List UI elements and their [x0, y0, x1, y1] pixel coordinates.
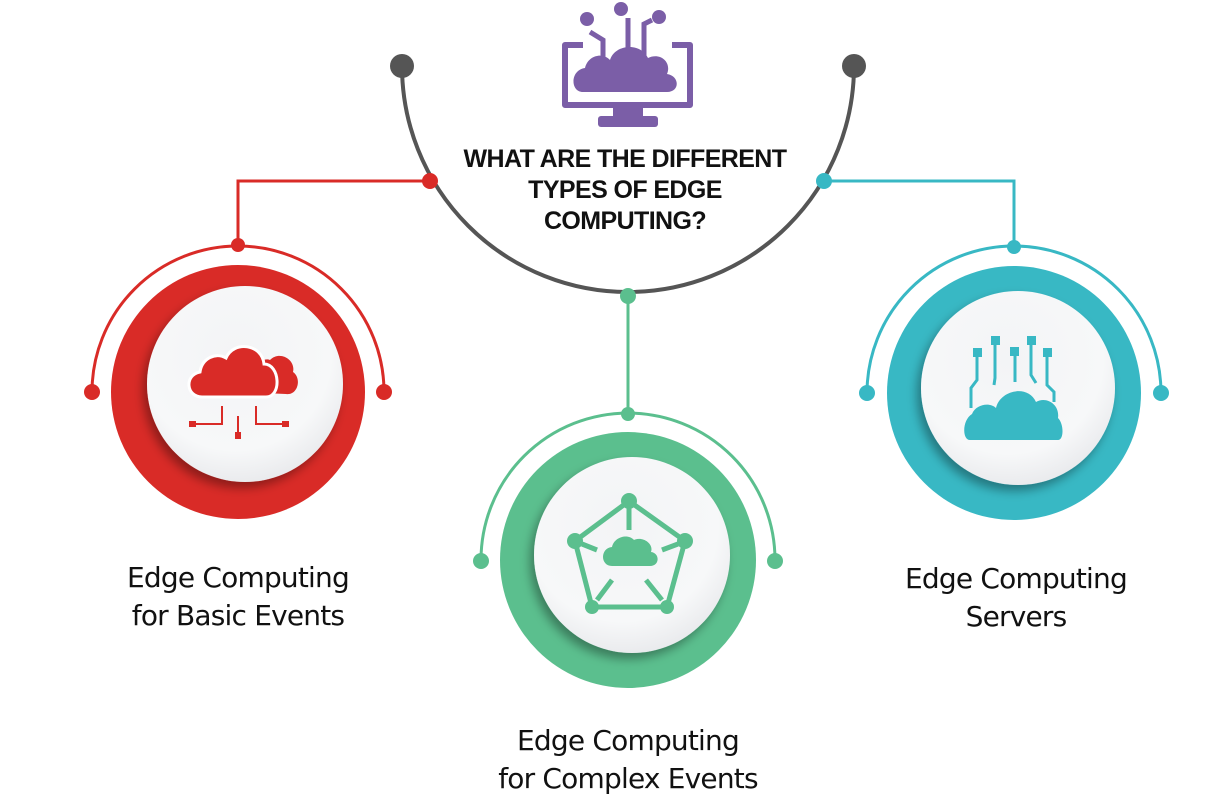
complex-connector-dot: [620, 288, 636, 304]
servers-label: Edge Computing Servers: [866, 560, 1166, 636]
servers-arc-left-dot: [859, 385, 875, 401]
monitor-cloud-icon: [562, 2, 693, 127]
hub-arc-end-dot-left: [390, 54, 414, 78]
servers-arc-top-dot: [1007, 240, 1021, 254]
cloud-pentagon-network-icon: [567, 493, 693, 614]
servers-connector-line: [824, 179, 1016, 246]
basic-connector-line: [236, 179, 430, 244]
page-title: WHAT ARE THE DIFFERENT TYPES OF EDGE COM…: [420, 144, 830, 237]
servers-node: [816, 173, 1169, 520]
complex-arc-top-dot: [621, 407, 635, 421]
basic-events-label-line-2: for Basic Events: [131, 599, 345, 632]
hub-arc-end-dot-right: [842, 54, 866, 78]
title-line-3: COMPUTING?: [543, 207, 707, 235]
complex-events-label-line-2: for Complex Events: [498, 762, 758, 795]
basic-events-node: [84, 173, 438, 519]
servers-arc-right-dot: [1153, 385, 1169, 401]
servers-disc: [921, 291, 1115, 485]
basic-events-label-line-1: Edge Computing: [127, 561, 350, 594]
complex-events-node: [473, 288, 783, 688]
servers-label-line-2: Servers: [965, 600, 1068, 633]
basic-connector-dot: [422, 173, 438, 189]
title-line-1: WHAT ARE THE DIFFERENT: [463, 145, 787, 173]
basic-arc-left-dot: [84, 384, 100, 400]
title-line-2: TYPES OF EDGE: [528, 176, 722, 204]
complex-arc-right-dot: [767, 553, 783, 569]
servers-connector-dot: [816, 173, 832, 189]
cloud-circuit-icon: [964, 336, 1063, 440]
complex-events-label-line-1: Edge Computing: [517, 724, 740, 757]
basic-arc-top-dot: [231, 238, 245, 252]
servers-label-line-1: Edge Computing: [905, 562, 1128, 595]
basic-events-label: Edge Computing for Basic Events: [88, 559, 388, 635]
basic-arc-right-dot: [376, 384, 392, 400]
complex-arc-left-dot: [473, 553, 489, 569]
complex-events-label: Edge Computing for Complex Events: [470, 722, 786, 798]
cloud-network-icon: [187, 345, 298, 439]
